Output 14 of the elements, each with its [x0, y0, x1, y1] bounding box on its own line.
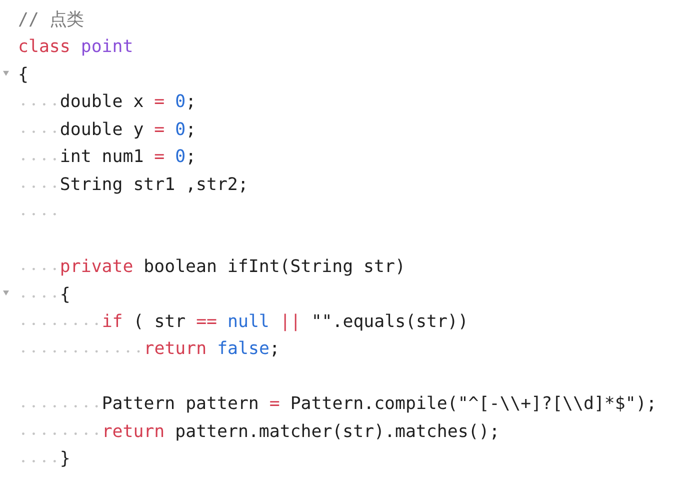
code-line: {: [18, 64, 28, 87]
code-line: double x = 0;: [60, 91, 196, 114]
code-line: if ( str == null || "".equals(str)): [102, 310, 468, 334]
code-line: Pattern pattern = Pattern.compile("^[-\\+]?[\\d]*$");: [102, 393, 657, 416]
code-line: double y = 0;: [60, 118, 196, 142]
code-line: int num1 = 0;: [60, 146, 196, 170]
code-line: String str1 ,str2;: [60, 174, 248, 197]
code-line: private boolean ifInt(String str): [60, 256, 406, 280]
code-line: // 点类: [18, 9, 84, 32]
code-line: }: [60, 448, 70, 472]
code-line: return false;: [144, 338, 280, 362]
code-line: return pattern.matcher(str).matches();: [102, 420, 500, 444]
code-line: class point: [18, 36, 134, 60]
code-line: {: [60, 284, 70, 306]
